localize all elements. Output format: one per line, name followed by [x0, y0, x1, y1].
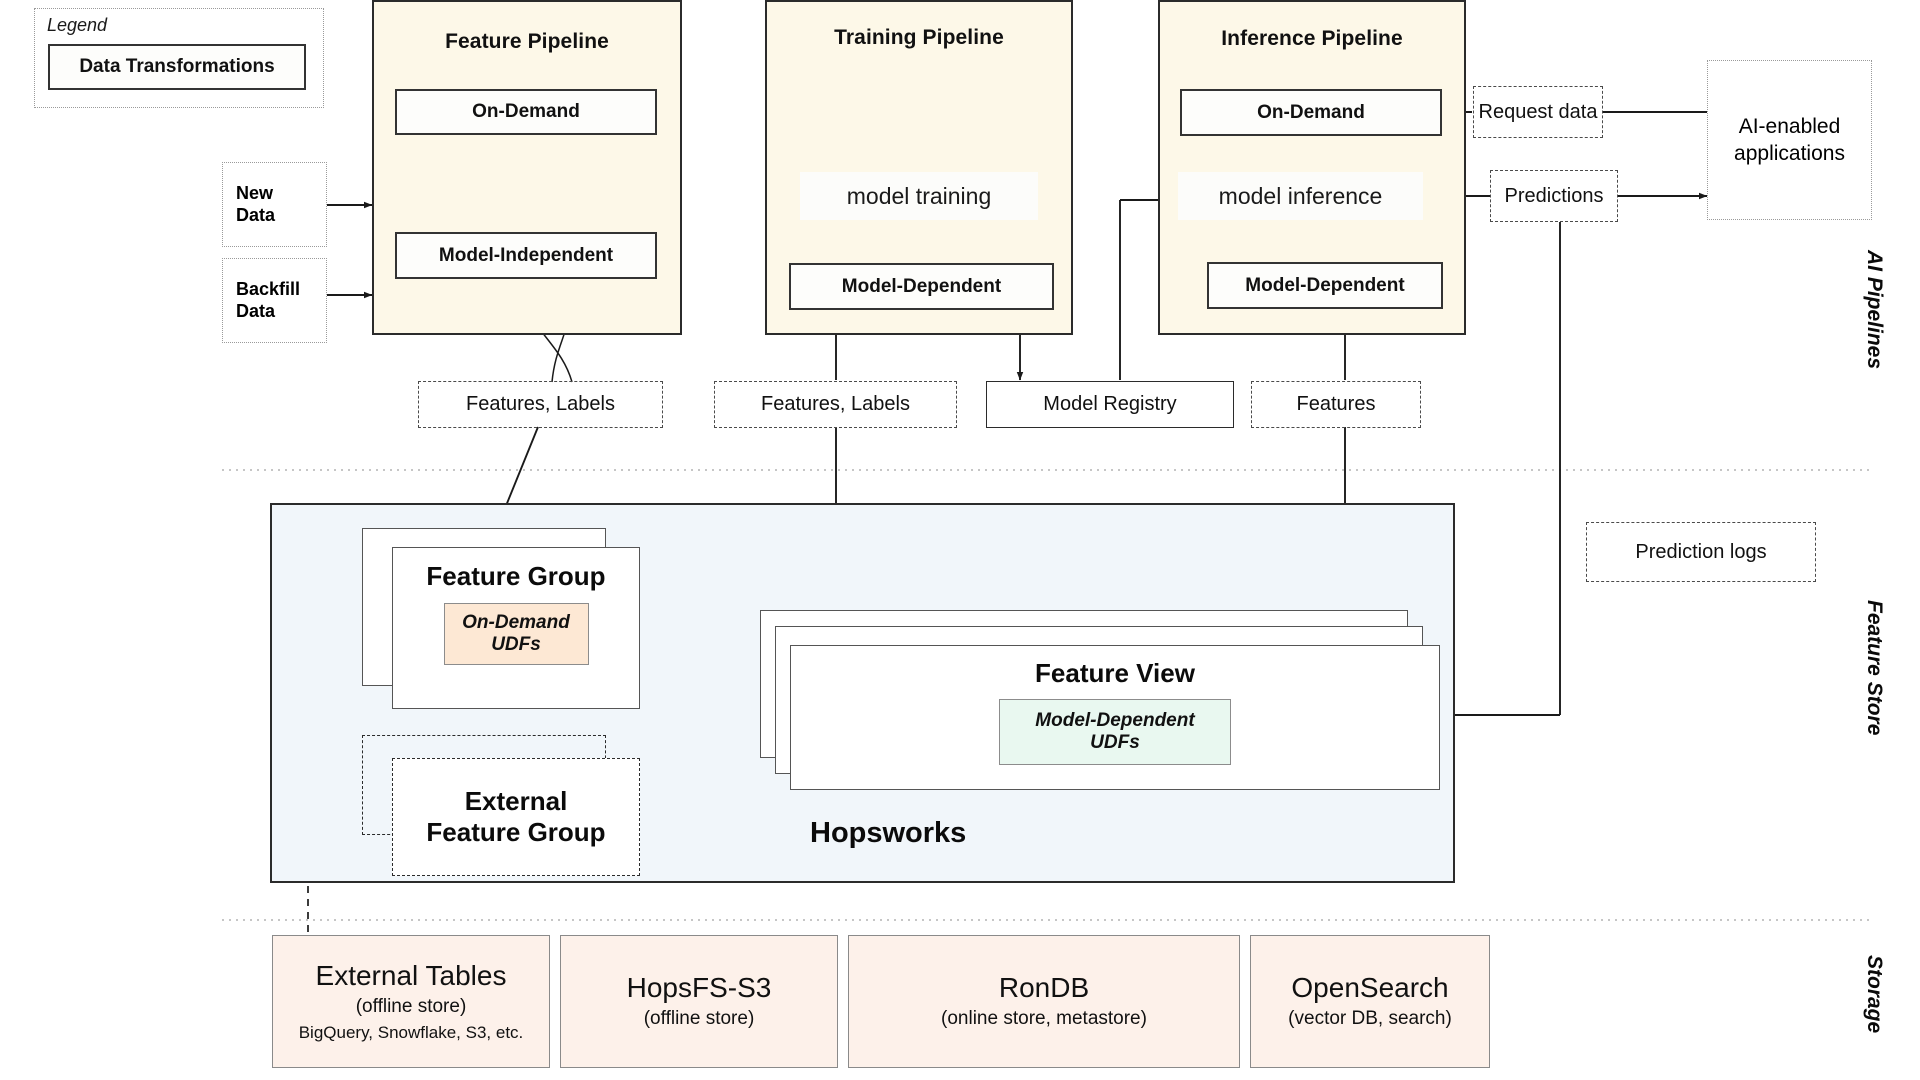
new-data-box: New Data	[222, 162, 327, 247]
features-inference-label: Features	[1296, 393, 1376, 415]
storage-rondb: RonDB (online store, metastore)	[848, 935, 1240, 1068]
model-dependent-udfs-label: Model-Dependent UDFs	[1035, 709, 1195, 753]
model-training-label: model training	[846, 182, 992, 209]
inference-ondemand-transformation: On-Demand	[1180, 89, 1442, 136]
backfill-data-label: Backfill Data	[236, 278, 301, 321]
storage-rondb-name: RonDB	[998, 971, 1090, 1003]
storage-opensearch: OpenSearch (vector DB, search)	[1250, 935, 1490, 1068]
storage-opensearch-name: OpenSearch	[1291, 971, 1449, 1003]
predictions-box: Predictions	[1490, 170, 1618, 222]
storage-external-tables-sub: (offline store)	[355, 996, 467, 1018]
feature-ondemand-transformation: On-Demand	[395, 89, 657, 135]
prediction-logs-label: Prediction logs	[1635, 540, 1767, 563]
prediction-logs-box: Prediction logs	[1586, 522, 1816, 582]
inference-ondemand-label: On-Demand	[1257, 101, 1365, 123]
model-training-step: model training	[800, 172, 1038, 220]
predictions-label: Predictions	[1504, 184, 1604, 207]
feature-pipeline-title: Feature Pipeline	[445, 30, 609, 53]
legend: Legend Data Transformations	[34, 8, 324, 108]
band-storage-text: Storage	[1863, 955, 1886, 1034]
band-label-ai-pipelines: AI Pipelines	[1862, 250, 1886, 369]
on-demand-udfs-badge: On-Demand UDFs	[443, 603, 589, 665]
new-data-label: New Data	[236, 182, 276, 225]
training-model-dependent-label: Model-Dependent	[841, 275, 1002, 297]
hopsworks-platform-label: Hopsworks	[810, 810, 1070, 856]
hopsworks-label-text: Hopsworks	[810, 816, 967, 849]
features-labels-feature-label: Features, Labels	[466, 393, 615, 415]
features-labels-training-box: Features, Labels	[714, 381, 957, 428]
feature-model-independent-transformation: Model-Independent	[395, 232, 657, 279]
features-labels-feature-box: Features, Labels	[418, 381, 663, 428]
legend-data-transformations: Data Transformations	[48, 44, 306, 90]
band-feature-store-text: Feature Store	[1863, 600, 1886, 736]
training-model-dependent-transformation: Model-Dependent	[789, 263, 1054, 310]
training-pipeline-title: Training Pipeline	[834, 26, 1004, 49]
request-data-label: Request data	[1478, 100, 1598, 123]
feature-pipeline: Feature Pipeline	[372, 0, 682, 335]
features-inference-box: Features	[1251, 381, 1421, 428]
model-registry-label: Model Registry	[1043, 393, 1177, 415]
legend-item-label: Data Transformations	[79, 56, 275, 77]
feature-group: Feature Group On-Demand UDFs	[392, 547, 640, 709]
inference-model-dependent-transformation: Model-Dependent	[1207, 262, 1443, 309]
feature-model-independent-label: Model-Independent	[438, 244, 614, 266]
legend-title: Legend	[47, 15, 108, 35]
backfill-data-box: Backfill Data	[222, 258, 327, 343]
ai-applications-label: AI-enabled applications	[1734, 114, 1845, 165]
band-label-feature-store: Feature Store	[1862, 600, 1886, 735]
feature-view: Feature View Model-Dependent UDFs	[790, 645, 1440, 790]
storage-external-tables-sub2: BigQuery, Snowflake, S3, etc.	[298, 1022, 524, 1042]
external-feature-group-title: External Feature Group	[426, 786, 606, 847]
request-data-box: Request data	[1473, 86, 1603, 138]
on-demand-udfs-label: On-Demand UDFs	[462, 611, 570, 655]
external-feature-group: External Feature Group	[392, 758, 640, 876]
feature-ondemand-label: On-Demand	[472, 101, 580, 122]
model-inference-step: model inference	[1178, 172, 1423, 220]
storage-external-tables-name: External Tables	[315, 959, 507, 991]
model-registry-box: Model Registry	[986, 381, 1234, 428]
band-label-storage: Storage	[1862, 955, 1886, 1033]
feature-view-title: Feature View	[1035, 658, 1195, 688]
storage-hopsfs-s3-sub: (offline store)	[643, 1008, 755, 1030]
model-dependent-udfs-badge: Model-Dependent UDFs	[999, 699, 1231, 765]
storage-hopsfs-s3-name: HopsFS-S3	[626, 971, 772, 1003]
ai-applications-box: AI-enabled applications	[1707, 60, 1872, 220]
band-ai-pipelines-text: AI Pipelines	[1863, 250, 1886, 370]
storage-rondb-sub: (online store, metastore)	[941, 1008, 1147, 1030]
inference-model-dependent-label: Model-Dependent	[1245, 274, 1405, 296]
features-labels-training-label: Features, Labels	[761, 393, 910, 415]
storage-hopsfs-s3: HopsFS-S3 (offline store)	[560, 935, 838, 1068]
feature-group-title: Feature Group	[426, 561, 606, 591]
storage-opensearch-sub: (vector DB, search)	[1288, 1008, 1452, 1030]
model-inference-label: model inference	[1218, 182, 1383, 209]
inference-pipeline-title: Inference Pipeline	[1221, 27, 1403, 50]
storage-external-tables: External Tables (offline store) BigQuery…	[272, 935, 550, 1068]
